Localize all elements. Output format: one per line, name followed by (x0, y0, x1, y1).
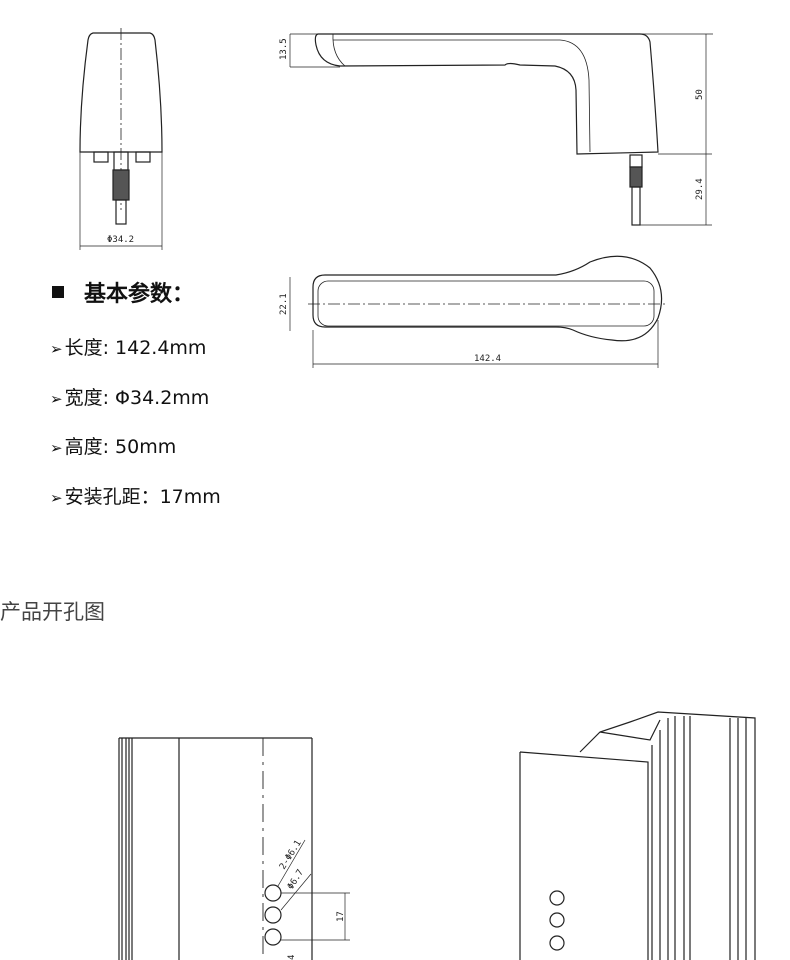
dim-partial: 4 (287, 955, 297, 960)
dim-side-height: 50 (695, 89, 705, 100)
spec-text: 宽度: Φ34.2mm (64, 387, 210, 409)
section-title: 产品开孔图 (0, 600, 105, 624)
spec-item-width: ➢宽度: Φ34.2mm (50, 383, 209, 410)
spec-item-length: ➢长度: 142.4mm (50, 333, 206, 360)
profile-3d-drawing (519, 711, 756, 960)
spec-text: 长度: 142.4mm (64, 337, 207, 359)
specs-heading-text: 基本参数： (84, 282, 195, 307)
arrow-bullet-icon: ➢ (50, 489, 63, 507)
dim-top-length: 142.4 (474, 354, 501, 364)
spec-item-hole-distance: ➢安装孔距：17mm (50, 482, 221, 509)
spec-text: 高度: 50mm (64, 436, 177, 458)
dim-front-diameter: Φ34.2 (107, 235, 134, 245)
dim-hole-spacing: 17 (336, 911, 346, 922)
arrow-bullet-icon: ➢ (50, 439, 63, 457)
spec-item-height: ➢高度: 50mm (50, 432, 176, 459)
dim-hole-small: 2-Φ6.1 (278, 839, 304, 872)
dim-shaft-length: 29.4 (695, 178, 705, 200)
spec-text: 安装孔距：17mm (64, 486, 221, 508)
arrow-bullet-icon: ➢ (50, 390, 63, 408)
arrow-bullet-icon: ➢ (50, 340, 63, 358)
specs-heading: 基本参数： (52, 276, 194, 308)
top-view-drawing (289, 255, 665, 368)
front-view-drawing (79, 28, 163, 250)
dim-side-thickness: 13.5 (279, 38, 289, 60)
dim-top-width: 22.1 (279, 293, 289, 315)
square-bullet-icon (52, 286, 64, 298)
side-view-drawing (289, 33, 713, 226)
hole-layout-drawing (118, 737, 350, 960)
dim-hole-large: Φ6.7 (286, 868, 306, 892)
